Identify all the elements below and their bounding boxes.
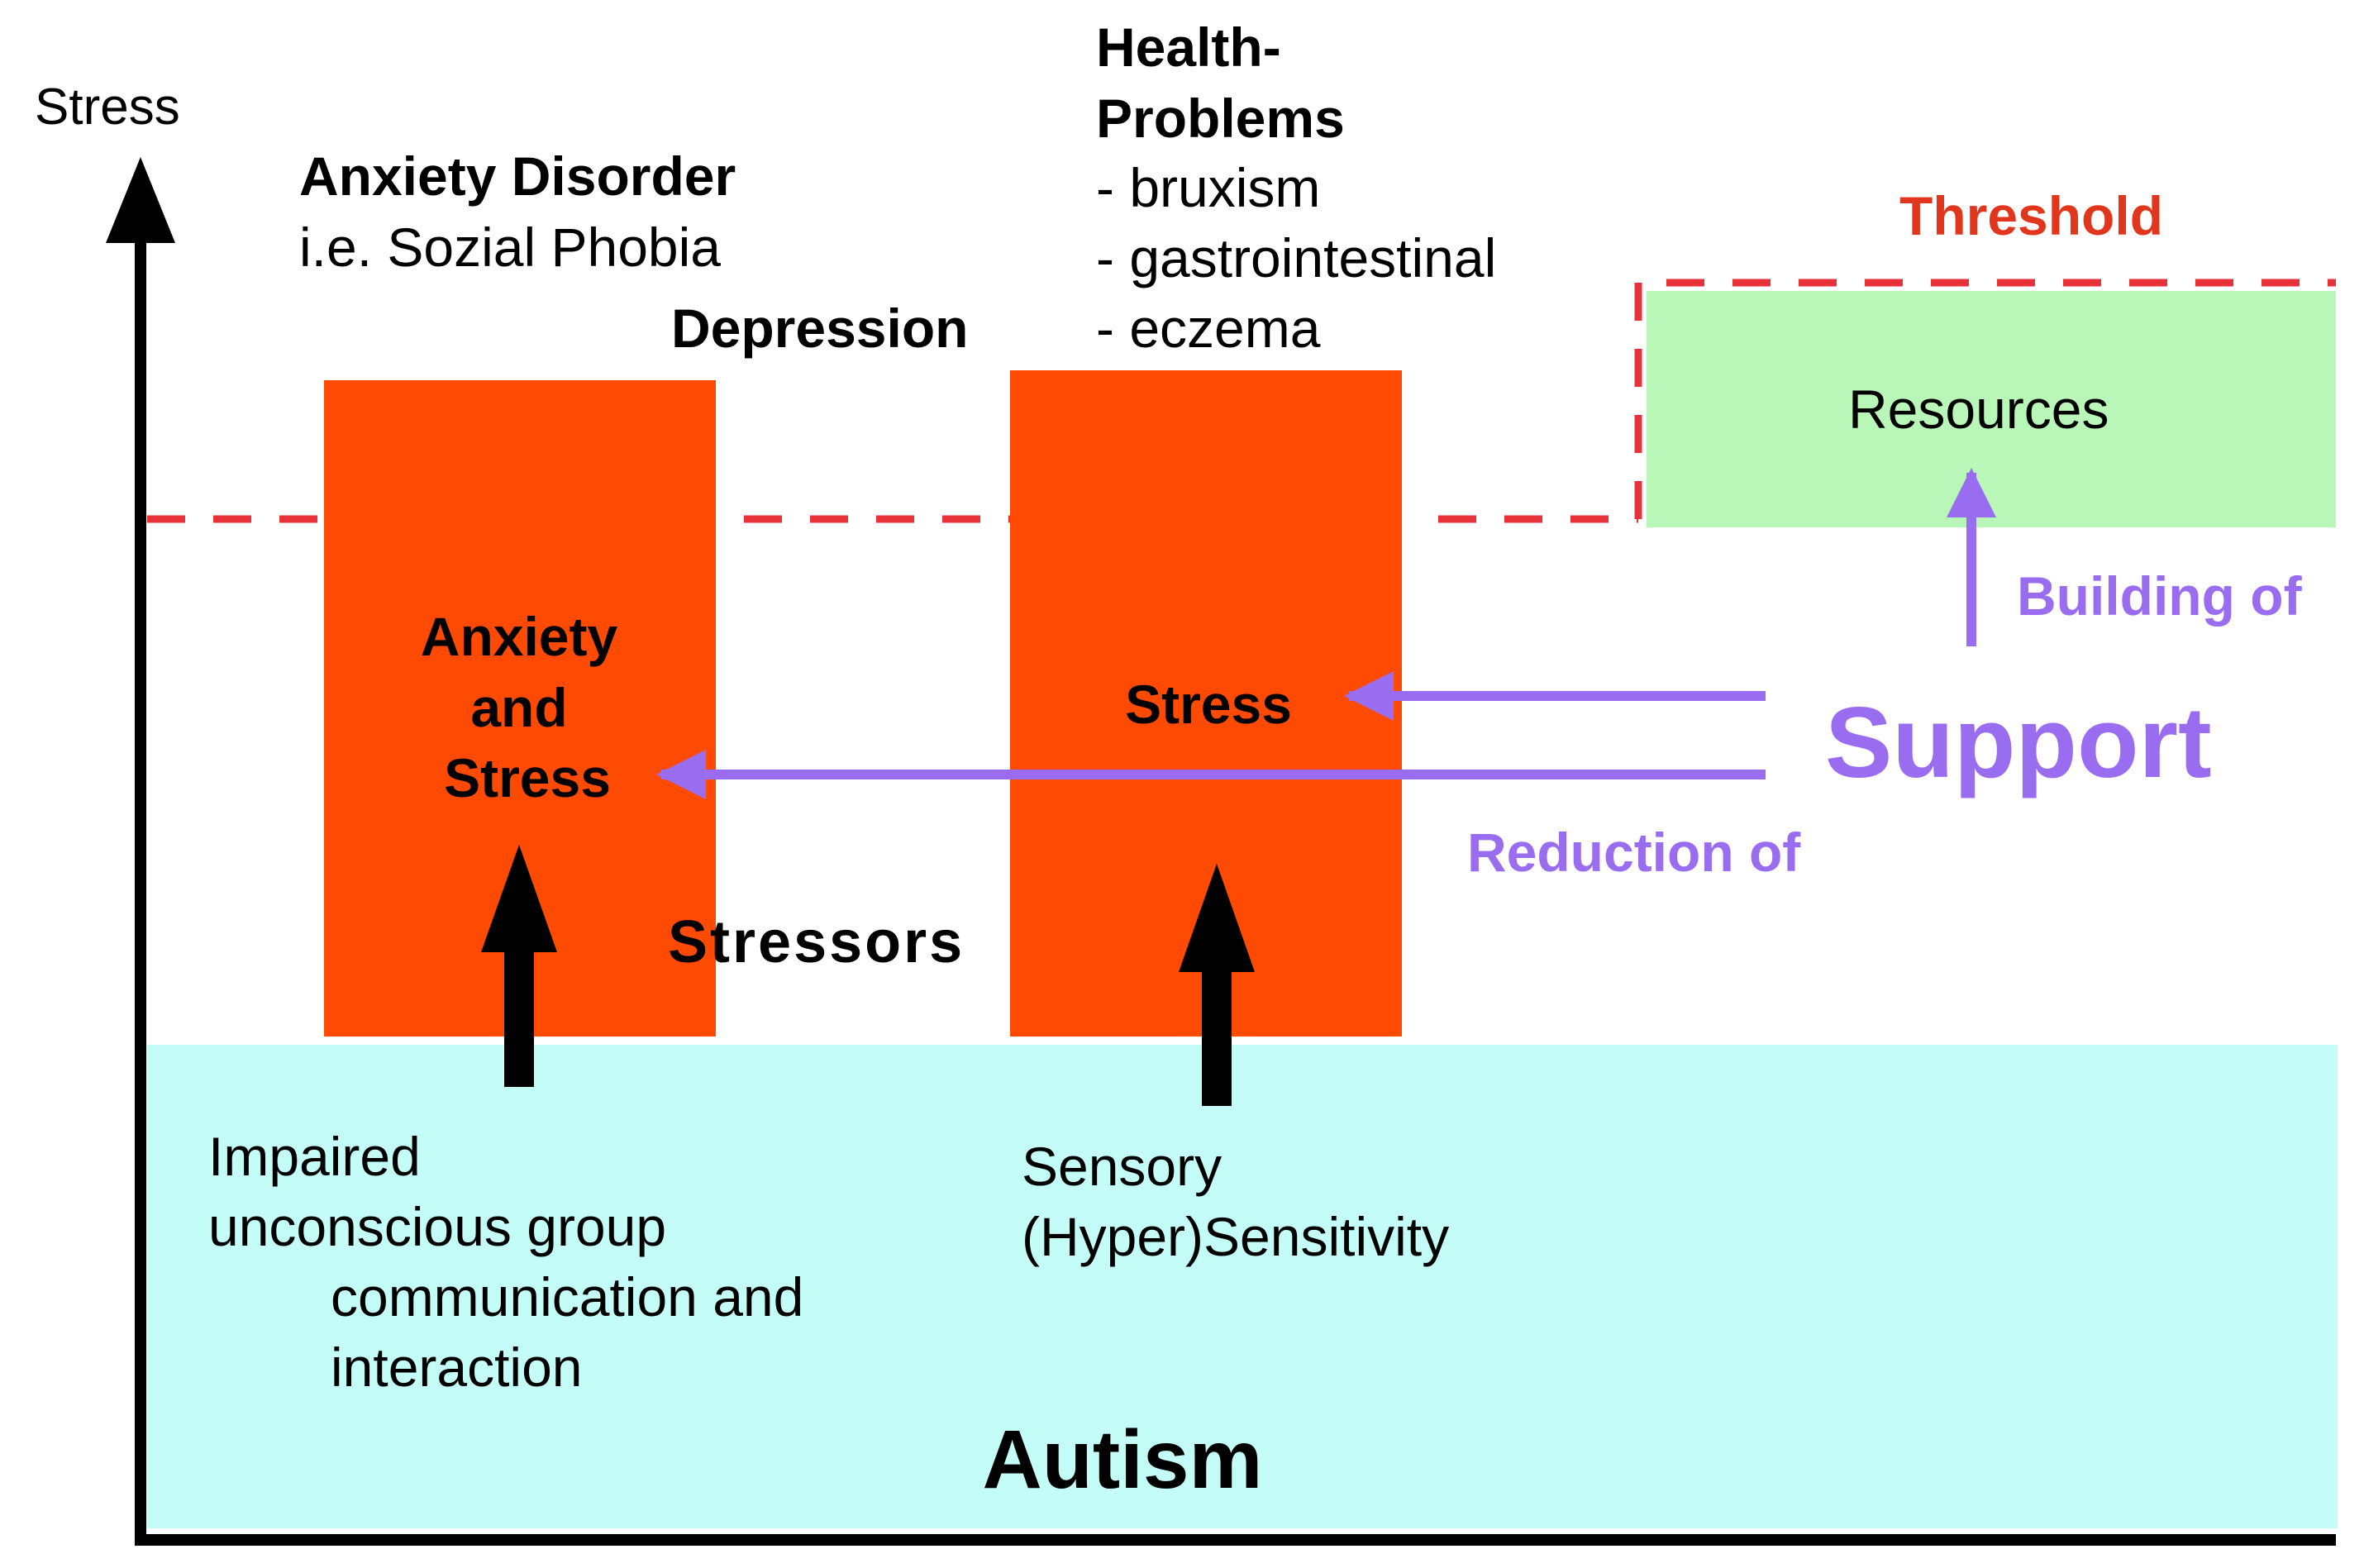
autism-left-text: interaction xyxy=(331,1337,583,1398)
health-problems-title-1: Health- xyxy=(1096,17,1281,78)
anxiety-box-line: and xyxy=(470,677,567,738)
autism-left-text: communication and xyxy=(331,1266,803,1327)
reduction-of-label: Reduction of xyxy=(1467,822,1801,883)
threshold-label: Threshold xyxy=(1899,185,2163,246)
autism-region xyxy=(147,1045,2338,1528)
y-axis-label: Stress xyxy=(35,79,180,136)
anxiety-box-line: Anxiety xyxy=(421,606,618,667)
anxiety-box-line: Stress xyxy=(444,747,611,808)
building-of-label: Building of xyxy=(2017,565,2303,627)
support-label: Support xyxy=(1825,686,2212,798)
autism-left-text: Impaired xyxy=(208,1126,421,1187)
y-axis-arrow-icon xyxy=(106,157,175,243)
stressor-arrow-right-icon xyxy=(1179,864,1255,1106)
autism-right-text: (Hyper)Sensitivity xyxy=(1022,1206,1449,1267)
resources-label: Resources xyxy=(1848,379,2109,440)
health-problem-item: - eczema xyxy=(1096,298,1321,359)
autism-left-text: unconscious group xyxy=(208,1196,666,1257)
threshold-box xyxy=(1634,279,2336,519)
autism-right-text: Sensory xyxy=(1022,1136,1222,1197)
health-problems-title-2: Problems xyxy=(1096,88,1345,149)
stressors-label: Stressors xyxy=(668,909,965,975)
stress-box-label: Stress xyxy=(1125,674,1292,735)
anxiety-disorder-example: i.e. Sozial Phobia xyxy=(299,217,721,278)
anxiety-disorder-title: Anxiety Disorder xyxy=(299,145,736,207)
health-problem-item: - gastrointestinal xyxy=(1096,227,1496,288)
depression-label: Depression xyxy=(671,298,968,359)
health-problem-item: - bruxism xyxy=(1096,157,1320,218)
autism-label: Autism xyxy=(983,1413,1263,1506)
stressor-arrow-left-icon xyxy=(481,845,557,1087)
